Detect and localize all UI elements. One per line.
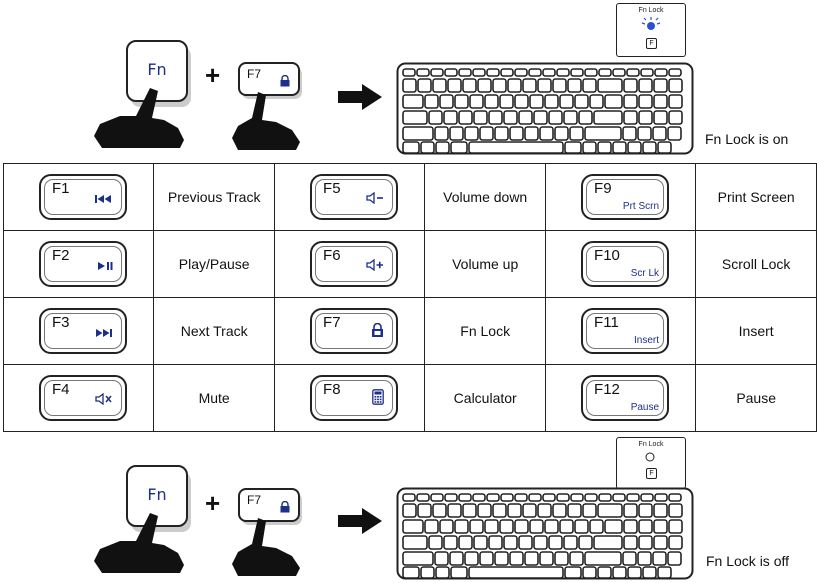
mute-icon [95, 392, 113, 410]
function-key-f5: F5 [310, 174, 399, 220]
function-key-f4: F4 [39, 375, 127, 421]
fn-lock-indicator-callout: Fn Lock F [616, 3, 686, 57]
key-description: Play/Pause [153, 230, 276, 298]
function-key-sublabel: Prt Scrn [622, 201, 660, 212]
fn-lock-indicator-callout: Fn Lock F [616, 437, 686, 489]
hand-press-icon [232, 92, 300, 150]
fn-lock-status: Fn Lock is off [706, 553, 790, 569]
function-key-label: F3 [52, 314, 70, 331]
function-key-sublabel: Pause [630, 402, 660, 413]
plus-sign: + [205, 488, 221, 518]
f7-key: F7 [238, 488, 300, 522]
indicator-f-key: F [646, 468, 657, 479]
previous-track-icon [95, 191, 113, 209]
key-cell: F3 [2, 297, 155, 365]
hand-press-icon [232, 518, 300, 576]
key-cell: F1 [2, 163, 155, 231]
fn-lock-icon [371, 322, 384, 343]
key-description: Fn Lock [424, 297, 547, 365]
key-description: Next Track [153, 297, 276, 365]
arrow-right-icon [338, 84, 382, 110]
key-description: Pause [695, 364, 817, 432]
indicator-f-key: F [646, 38, 657, 49]
calculator-icon [372, 389, 384, 410]
key-description: Volume up [424, 230, 547, 298]
function-key-f3: F3 [39, 308, 127, 354]
function-key-label: F1 [52, 180, 70, 197]
f7-key-label: F7 [247, 493, 262, 507]
indicator-label: Fn Lock [638, 7, 664, 14]
function-key-label: F8 [323, 381, 341, 398]
key-cell: F5 [274, 163, 426, 231]
plus-sign: + [205, 60, 221, 90]
keyboard-keys [396, 62, 694, 155]
keyboard-illustration [396, 487, 694, 580]
function-key-label: F6 [323, 247, 341, 264]
arrow-right-icon [338, 508, 382, 534]
function-key-f8: F8 [310, 375, 399, 421]
key-description: Volume down [424, 163, 547, 231]
key-description: Scroll Lock [695, 230, 817, 298]
function-key-label: F10 [594, 247, 620, 264]
function-key-label: F4 [52, 381, 70, 398]
play-pause-icon [97, 258, 113, 276]
function-key-label: F2 [52, 247, 70, 264]
function-key-label: F12 [594, 381, 620, 398]
key-cell: F4 [2, 364, 155, 432]
led-off-icon [645, 452, 655, 462]
key-cell: F7 [274, 297, 426, 365]
fn-key-label: Fn [147, 60, 167, 79]
function-key-f2: F2 [39, 241, 127, 287]
key-cell: F6 [274, 230, 426, 298]
led-on-icon [641, 17, 661, 30]
function-key-label: F5 [323, 180, 341, 197]
key-cell: F8 [274, 364, 426, 432]
volume-up-icon [366, 258, 384, 276]
f7-key: F7 [238, 62, 300, 96]
function-key-f6: F6 [310, 241, 399, 287]
key-description: Mute [153, 364, 276, 432]
fn-key-label: Fn [147, 485, 167, 504]
key-cell: F2 [2, 230, 155, 298]
keyboard-illustration [396, 62, 694, 155]
hand-press-icon [94, 513, 184, 573]
hand-press-icon [94, 88, 184, 148]
function-key-sublabel: Scr Lk [630, 268, 660, 279]
fn-lock-icon [280, 501, 290, 513]
fn-lock-status: Fn Lock is on [705, 131, 789, 147]
key-description: Insert [695, 297, 817, 365]
f7-key-label: F7 [247, 67, 262, 81]
key-description: Previous Track [153, 163, 276, 231]
function-key-f7: F7 [310, 308, 399, 354]
keyboard-keys [396, 487, 694, 580]
function-key-label: F11 [594, 314, 619, 331]
function-key-f1: F1 [39, 174, 127, 220]
function-key-label: F9 [594, 180, 612, 197]
indicator-label: Fn Lock [638, 441, 664, 448]
fn-lock-icon [280, 75, 290, 87]
function-key-label: F7 [323, 314, 341, 331]
key-description: Calculator [424, 364, 547, 432]
next-track-icon [95, 325, 113, 343]
key-description: Print Screen [695, 163, 817, 231]
volume-down-icon [366, 191, 384, 209]
function-key-sublabel: Insert [634, 335, 660, 346]
